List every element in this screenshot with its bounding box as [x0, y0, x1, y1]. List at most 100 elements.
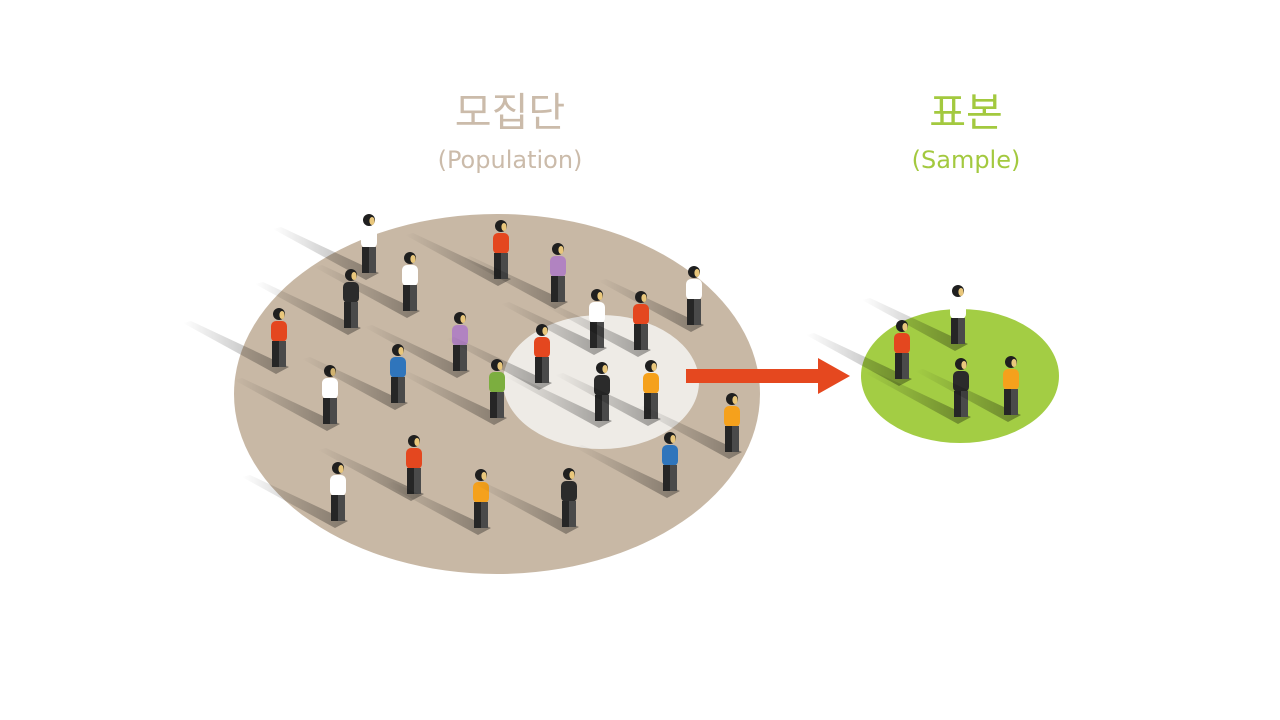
person-leg-highlight [558, 276, 565, 302]
person-leg-highlight [398, 377, 405, 403]
person-shirt [1003, 369, 1019, 390]
person-face [414, 438, 420, 446]
person-leg-highlight [732, 426, 739, 452]
population-person [255, 269, 361, 335]
person-leg-highlight [501, 253, 508, 279]
person-face [641, 294, 647, 302]
person-leg-highlight [641, 324, 648, 350]
person-shadow [636, 406, 742, 459]
population-person [314, 252, 420, 318]
person-face [501, 223, 507, 231]
population-person [242, 462, 348, 528]
population-title-korean: 모집단 [454, 90, 566, 136]
person-face [958, 288, 964, 296]
person-leg-highlight [414, 468, 421, 494]
person-face [542, 327, 548, 335]
population-title-english: (Population) [437, 146, 583, 174]
person-shadow [865, 371, 971, 424]
person-face [279, 311, 285, 319]
sample-person [806, 320, 912, 386]
person-shadow [473, 481, 579, 534]
person-shirt [390, 357, 406, 378]
person-shirt [633, 304, 649, 325]
population-person [473, 468, 579, 534]
population-person [273, 214, 379, 280]
person-shirt [662, 445, 678, 466]
population-person [545, 291, 651, 357]
person-shadow [462, 256, 568, 309]
person-shirt [686, 279, 702, 300]
person-shadow [183, 321, 289, 374]
person-shadow [806, 333, 912, 386]
person-shirt [402, 265, 418, 286]
person-leg-highlight [670, 465, 677, 491]
person-face [369, 217, 375, 225]
person-shirt [489, 372, 505, 393]
population-person [555, 360, 661, 426]
person-shirt [550, 256, 566, 277]
sample-title-korean: 표본 [929, 90, 1003, 136]
person-shirt [534, 337, 550, 358]
person-face [732, 396, 738, 404]
population-person [574, 432, 680, 498]
population-person [302, 344, 408, 410]
person-leg-highlight [279, 341, 286, 367]
person-shirt [322, 378, 338, 399]
person-face [1011, 359, 1017, 367]
person-shirt [643, 373, 659, 394]
person-shirt [724, 406, 740, 427]
person-leg-highlight [497, 392, 504, 418]
person-face [558, 246, 564, 254]
person-shadow [255, 282, 361, 335]
person-leg-highlight [961, 391, 968, 417]
person-shadow [273, 227, 379, 280]
person-face [497, 362, 503, 370]
population-person [401, 359, 507, 425]
person-leg-highlight [1011, 389, 1018, 415]
person-leg-highlight [602, 395, 609, 421]
person-shirt [950, 298, 966, 319]
person-leg-highlight [369, 247, 376, 273]
person-shadow [364, 325, 470, 378]
person-shirt [271, 321, 287, 342]
person-shirt [361, 227, 377, 248]
population-person [234, 365, 340, 431]
person-face [602, 365, 608, 373]
population-person [598, 266, 704, 332]
person-face [398, 347, 404, 355]
person-shadow [242, 475, 348, 528]
person-leg-highlight [902, 353, 909, 379]
person-shadow [506, 375, 612, 428]
person-leg-highlight [569, 501, 576, 527]
person-face [338, 465, 344, 473]
person-shirt [406, 448, 422, 469]
person-shadow [555, 373, 661, 426]
person-shadow [302, 357, 408, 410]
population-person [462, 243, 568, 309]
person-face [651, 363, 657, 371]
person-leg-highlight [410, 285, 417, 311]
person-leg-highlight [481, 502, 488, 528]
person-face [481, 472, 487, 480]
person-shadow [501, 302, 607, 355]
person-leg-highlight [330, 398, 337, 424]
sample-title-english: (Sample) [911, 146, 1021, 174]
person-shadow [385, 482, 491, 535]
person-shadow [862, 298, 968, 351]
person-shirt [493, 233, 509, 254]
person-shadow [234, 378, 340, 431]
person-shirt [894, 333, 910, 354]
person-face [597, 292, 603, 300]
person-shadow [405, 233, 511, 286]
person-leg-highlight [694, 299, 701, 325]
sample-heading: 표본 (Sample) [856, 88, 1076, 176]
person-leg-highlight [651, 393, 658, 419]
person-shadow [598, 279, 704, 332]
person-face [351, 272, 357, 280]
sample-person [862, 285, 968, 351]
person-shirt [589, 302, 605, 323]
population-person [183, 308, 289, 374]
person-leg-highlight [338, 495, 345, 521]
person-face [694, 269, 700, 277]
